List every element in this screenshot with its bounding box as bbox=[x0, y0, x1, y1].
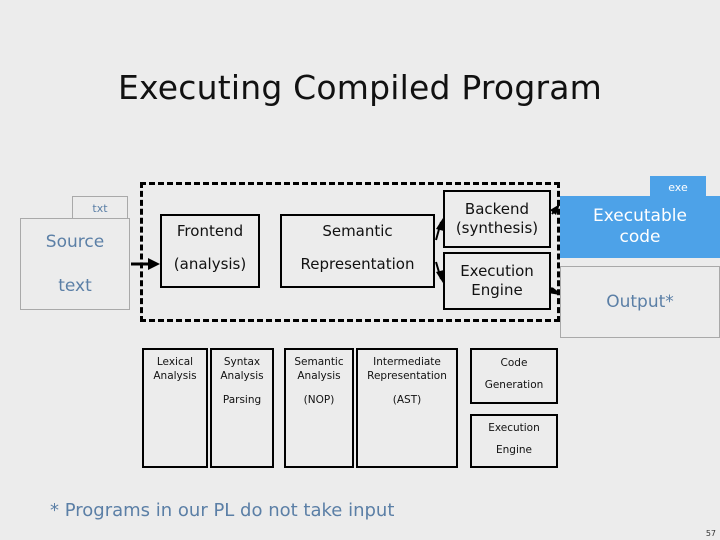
phase-codegen-line2: Generation bbox=[484, 379, 544, 391]
executable-code-label-line1: Executable bbox=[593, 206, 687, 226]
semantic-label-line2: Representation bbox=[300, 255, 415, 273]
phase-semantic-line1: Semantic bbox=[294, 356, 344, 368]
executable-code-label-line2: code bbox=[619, 227, 661, 247]
phase-syntax-line2: Analysis bbox=[220, 370, 264, 382]
phase-syntax-line3: Parsing bbox=[222, 394, 262, 406]
frontend-label-line1: Frontend bbox=[176, 222, 244, 240]
semantic-label-line1: Semantic bbox=[322, 222, 393, 240]
footnote: * Programs in our PL do not take input bbox=[50, 500, 395, 521]
phase-box-execution-engine bbox=[470, 414, 558, 468]
frontend-box bbox=[160, 214, 260, 288]
compiler-boundary bbox=[140, 182, 560, 322]
text-label: text bbox=[58, 276, 92, 296]
phase-semantic-line2: Analysis bbox=[297, 370, 341, 382]
file-type-badge-exe: exe bbox=[650, 176, 706, 198]
phase-ir-line3: (AST) bbox=[392, 394, 422, 406]
semantic-representation-box bbox=[280, 214, 435, 288]
execution-engine-box: Execution Engine bbox=[443, 252, 551, 310]
phase-ir-line2: Representation bbox=[367, 370, 447, 382]
source-text-box bbox=[20, 218, 130, 310]
phase-syntax-line1: Syntax bbox=[223, 356, 261, 368]
phase-box-code-generation bbox=[470, 348, 558, 404]
phase-ir-line1: Intermediate bbox=[373, 356, 441, 368]
backend-label-line1: Backend bbox=[464, 200, 530, 218]
source-label: Source bbox=[45, 232, 105, 252]
phase-semantic-line3: (NOP) bbox=[303, 394, 335, 406]
phase-box-intermediate-representation bbox=[356, 348, 458, 468]
phase-lexical-line2: Analysis bbox=[153, 370, 197, 382]
file-type-badge-txt: txt bbox=[72, 196, 128, 220]
phase-codegen-line1: Code bbox=[500, 357, 528, 369]
page-title: Executing Compiled Program bbox=[117, 68, 603, 107]
executable-code-box: Executable code bbox=[560, 196, 720, 258]
output-box: Output* bbox=[560, 266, 720, 338]
phase-execeng-line1: Execution bbox=[488, 422, 540, 434]
execution-engine-label-line1: Execution bbox=[460, 262, 534, 280]
phase-lexical-line1: Lexical bbox=[156, 356, 194, 368]
backend-label-line2: (synthesis) bbox=[455, 219, 539, 237]
page-number: 57 bbox=[705, 529, 716, 538]
frontend-label-line2: (analysis) bbox=[173, 255, 247, 273]
phase-box-syntax-analysis bbox=[210, 348, 274, 468]
backend-box: Backend (synthesis) bbox=[443, 190, 551, 248]
phase-execeng-line2: Engine bbox=[496, 444, 532, 456]
execution-engine-label-line2: Engine bbox=[471, 281, 523, 299]
phase-box-semantic-analysis bbox=[284, 348, 354, 468]
phase-box-lexical-analysis bbox=[142, 348, 208, 468]
